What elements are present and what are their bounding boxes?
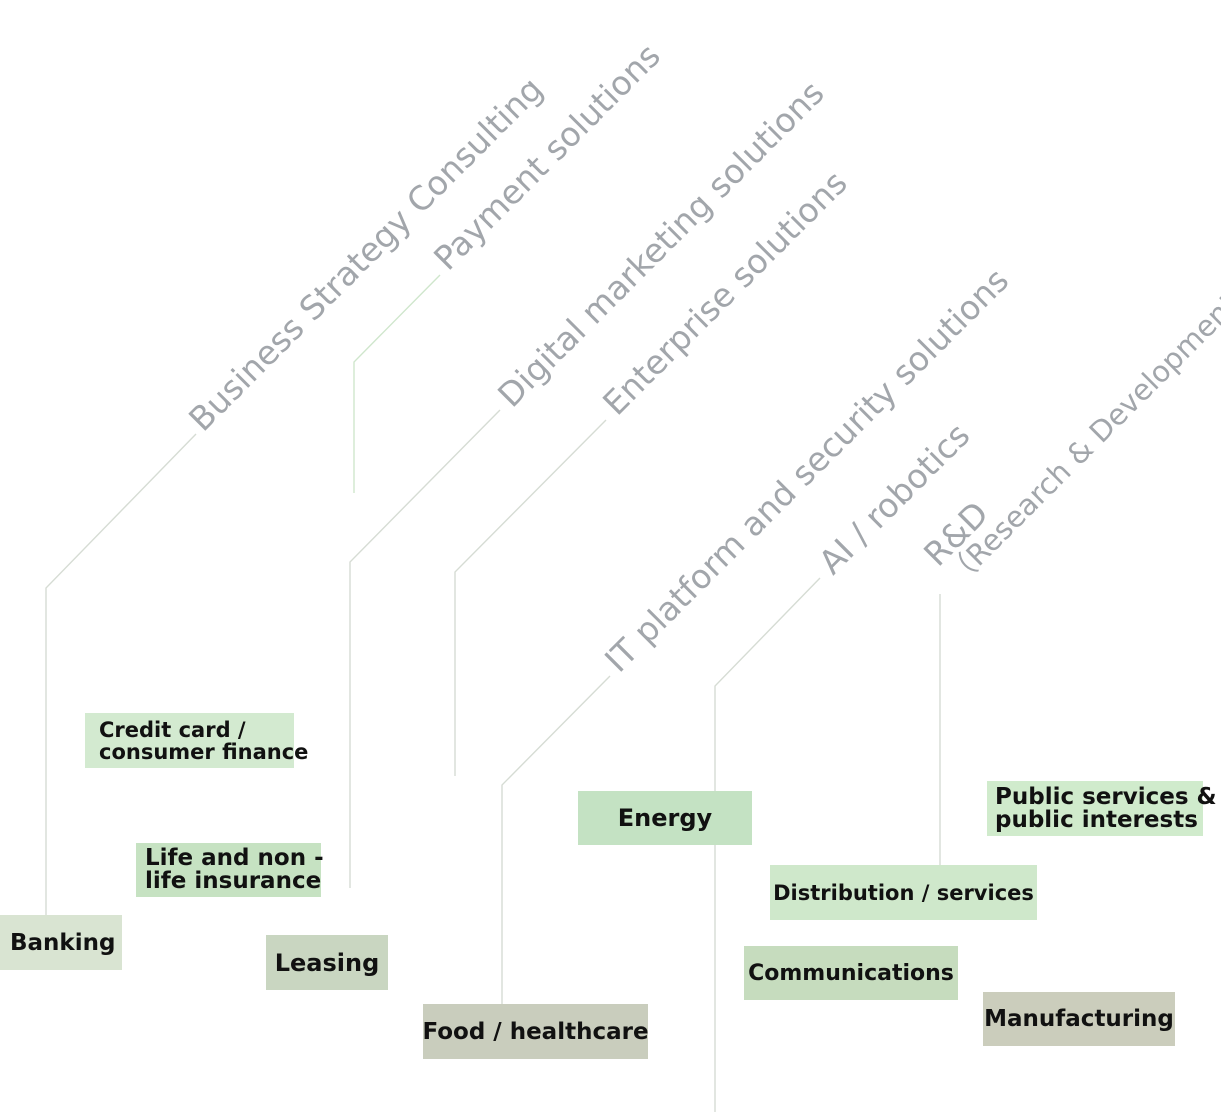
industry-communications: Communications	[744, 946, 958, 1000]
industry-credit-card-line1: Credit card /	[99, 717, 246, 742]
industry-leasing: Leasing	[266, 935, 388, 990]
industry-manufacturing-label: Manufacturing	[984, 1006, 1174, 1032]
industry-leasing-label: Leasing	[274, 948, 380, 977]
industry-public-services-line2: public interests	[995, 806, 1198, 833]
industry-credit-card-line2: consumer finance	[99, 739, 309, 764]
connector-enterprise	[454, 419, 607, 776]
industry-credit-card: Credit card / consumer finance	[85, 713, 308, 768]
industry-public-services-line1: Public services &	[995, 783, 1217, 810]
industry-food-healthcare-label: Food / healthcare	[422, 1018, 649, 1045]
connector-lines	[45, 274, 941, 1112]
industry-life-insurance-line2: life insurance	[145, 868, 322, 894]
industry-manufacturing: Manufacturing	[983, 992, 1175, 1046]
industry-public-services: Public services & public interests	[987, 781, 1217, 836]
industry-banking: Banking	[0, 915, 122, 970]
industry-energy: Energy	[578, 791, 752, 845]
service-label-it-platform: IT platform and security solutions	[597, 260, 1016, 679]
industry-energy-label: Energy	[617, 804, 713, 832]
connector-business-strategy	[45, 433, 197, 916]
industry-food-healthcare: Food / healthcare	[422, 1004, 649, 1059]
industry-life-insurance-line1: Life and non -	[145, 845, 324, 871]
connector-payment	[353, 274, 441, 493]
connector-ai-robotics	[714, 577, 821, 1112]
connector-it-platform	[501, 675, 611, 1005]
industry-communications-label: Communications	[748, 960, 954, 986]
industry-distribution: Distribution / services	[770, 865, 1037, 920]
industry-banking-label: Banking	[10, 929, 116, 956]
industry-life-insurance: Life and non - life insurance	[136, 843, 324, 897]
service-labels: Business Strategy Consulting Payment sol…	[181, 36, 1221, 680]
connector-digital-marketing	[349, 409, 501, 888]
industry-distribution-label: Distribution / services	[773, 880, 1034, 905]
